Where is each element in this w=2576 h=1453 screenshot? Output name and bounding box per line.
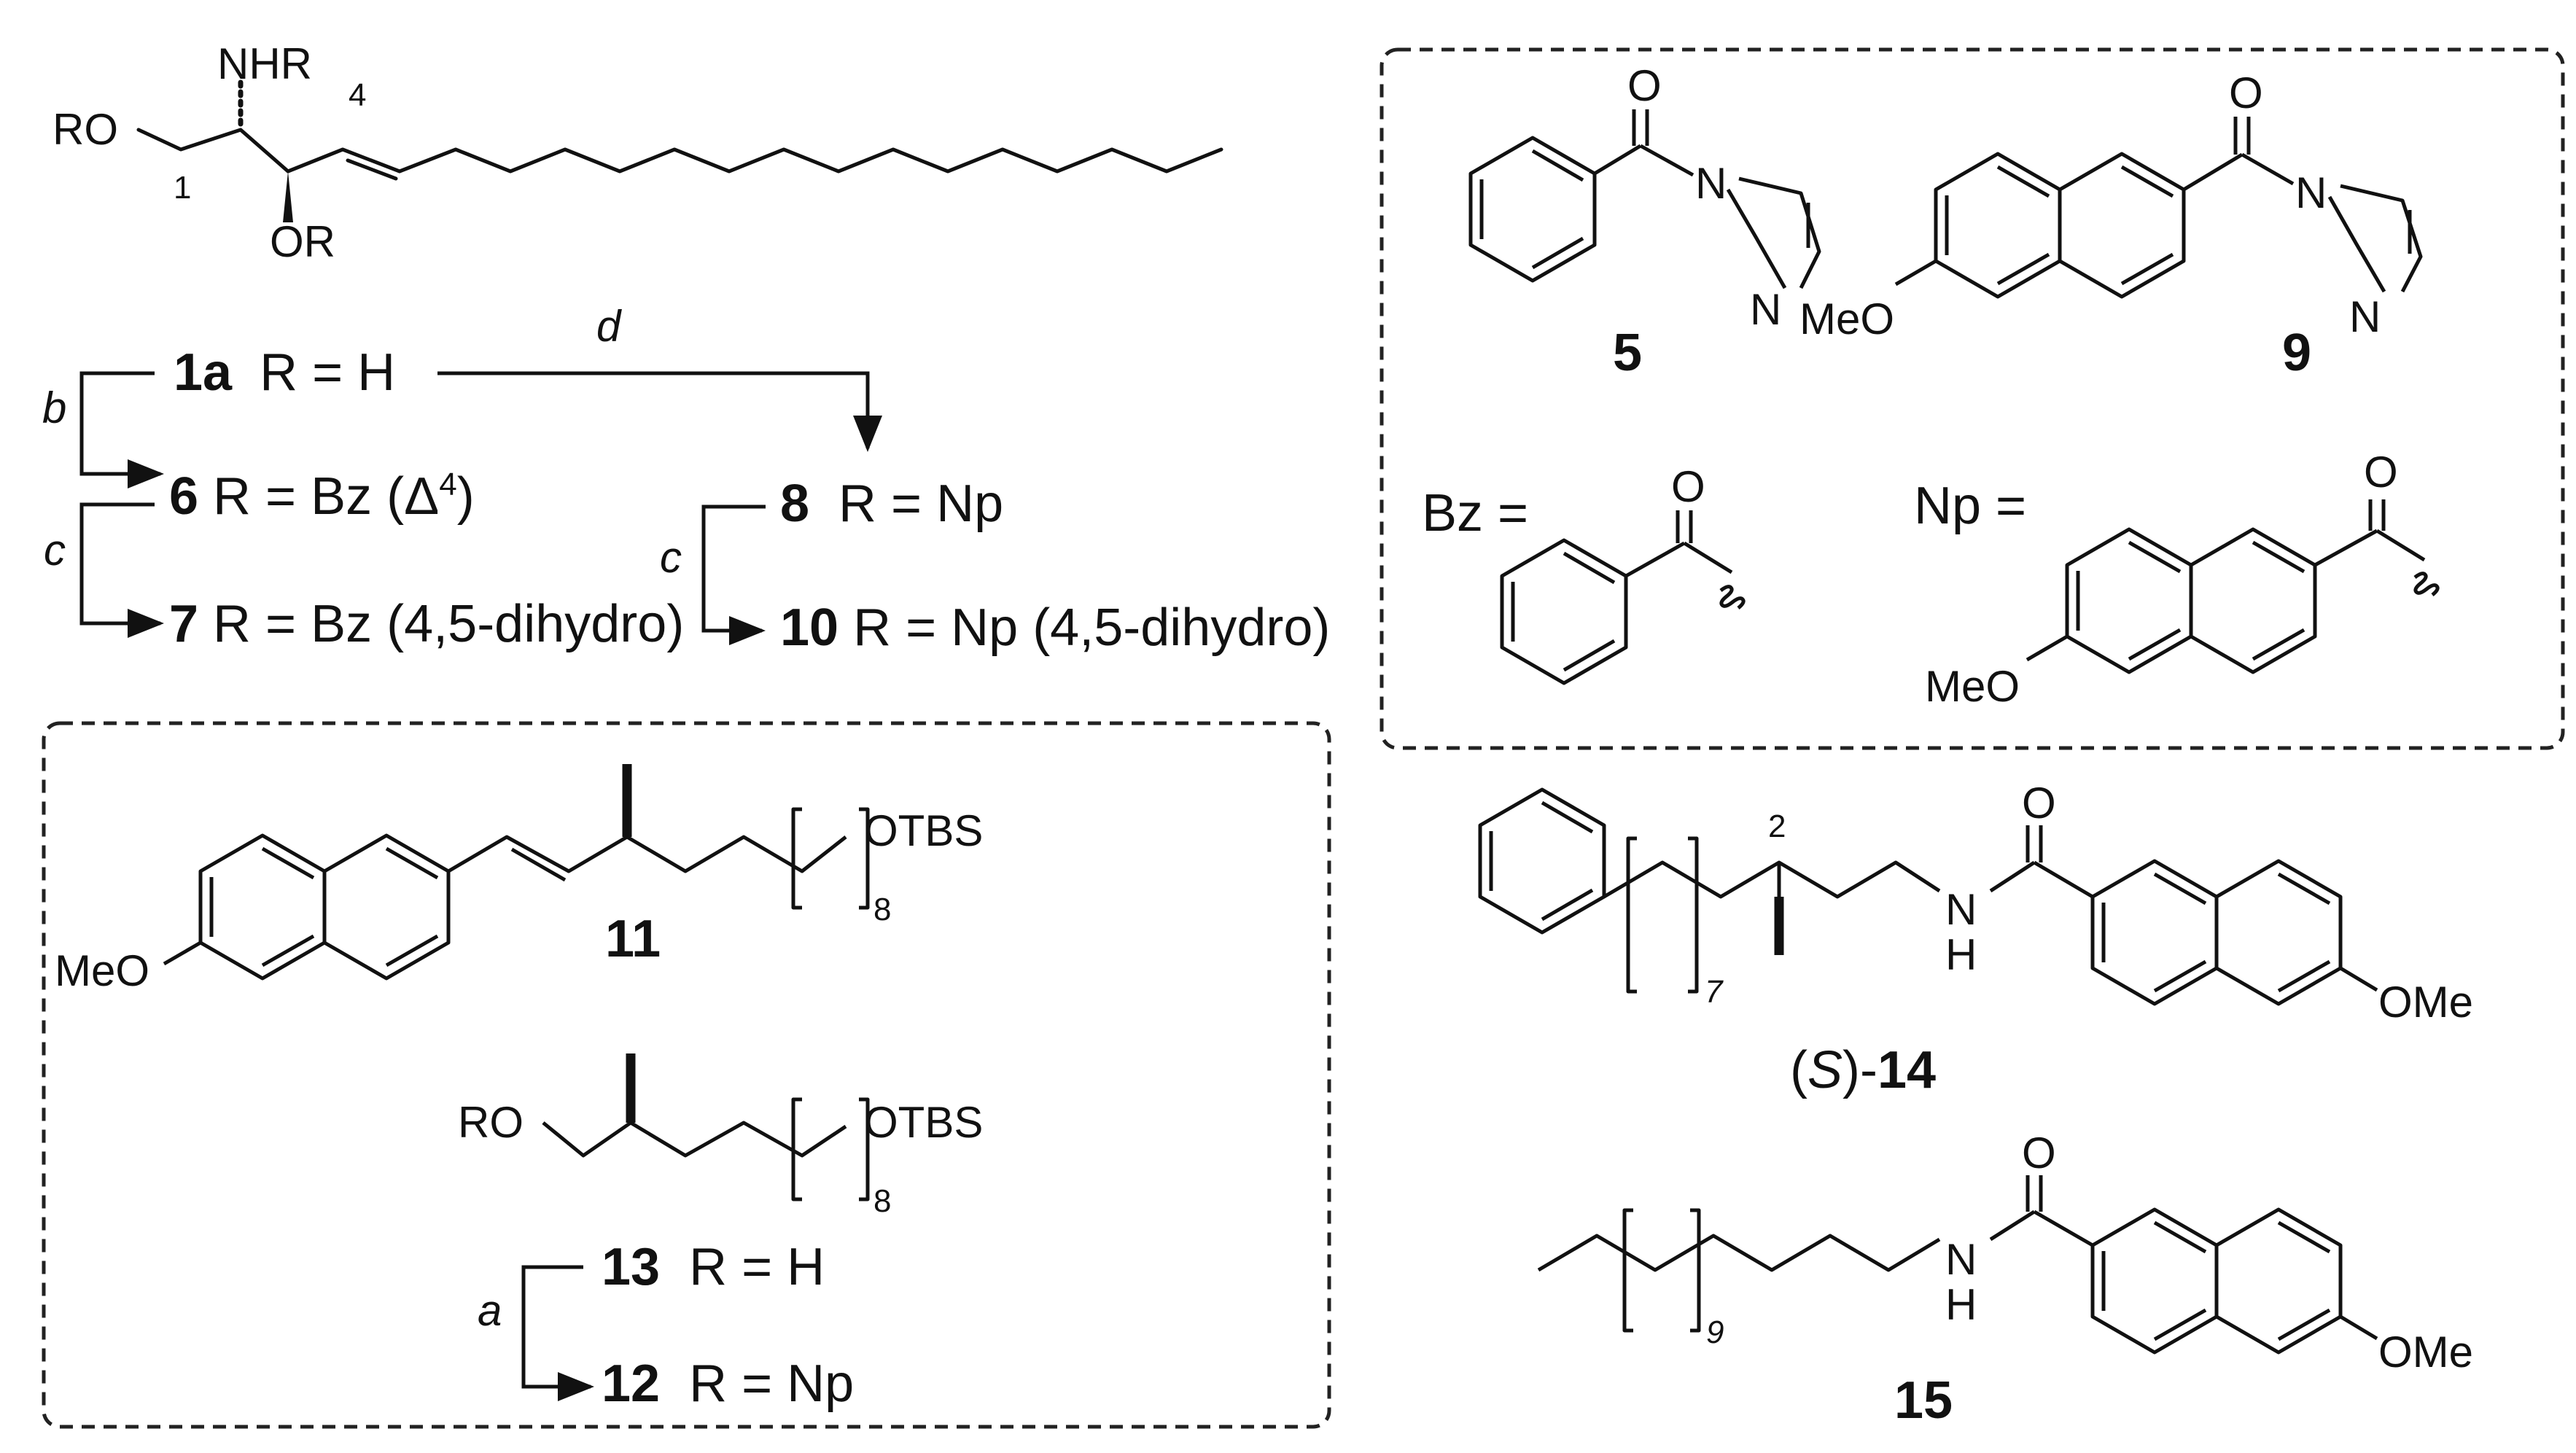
arrow-a-label: a (478, 1286, 502, 1335)
np-meo: MeO (1925, 662, 2020, 711)
c11-meo: MeO (55, 946, 149, 995)
compound-14-label: (S)-14 (1790, 1041, 1936, 1099)
nhr-label: NHR (217, 39, 312, 88)
locant-1: 1 (174, 170, 191, 206)
c5-o: O (1627, 61, 1662, 110)
c14-n: N (1945, 885, 1977, 934)
arrows (79, 371, 882, 645)
c9-n1: N (2295, 168, 2327, 217)
c14-h: H (1945, 930, 1977, 979)
c5-n2: N (1750, 285, 1781, 334)
fragment-box (42, 721, 1331, 1429)
c9-meo: MeO (1799, 295, 1894, 343)
bz-structure (1500, 510, 1746, 685)
c15-o: O (2022, 1129, 2056, 1177)
c13-ro: RO (458, 1098, 524, 1147)
compound-13-structure (542, 1053, 870, 1201)
sphingosine-structure (136, 79, 1223, 222)
compound-15-structure (1537, 1175, 2378, 1355)
c5-n1: N (1695, 159, 1727, 208)
arrow-c-label-1: c (44, 526, 66, 574)
compound-15-number: 15 (1894, 1371, 1953, 1430)
or-label: OR (270, 217, 335, 266)
arrow-c-label-2: c (660, 533, 682, 582)
c14-ome: OMe (2378, 978, 2473, 1027)
c15-h: H (1945, 1280, 1977, 1329)
compound-5-structure (1468, 109, 1821, 289)
c9-o: O (2229, 69, 2263, 117)
c15-ome: OMe (2378, 1328, 2473, 1376)
c11-repeat: 8 (873, 892, 891, 927)
arrow-d-label: d (596, 302, 622, 351)
c13-repeat: 8 (873, 1183, 891, 1219)
locant-4: 4 (349, 77, 366, 113)
ro-label: RO (52, 105, 118, 154)
np-o: O (2364, 448, 2398, 496)
reagent-box (1380, 47, 2565, 750)
compound-5-number: 5 (1613, 324, 1642, 382)
c11-otbs: OTBS (864, 806, 983, 855)
c13-otbs: OTBS (864, 1098, 983, 1147)
c14-o: O (2022, 779, 2056, 827)
arrow-a (521, 1265, 594, 1401)
arrow-b-label: b (42, 383, 66, 432)
c14-repeat: 7 (1705, 974, 1724, 1010)
compound-9-number: 9 (2282, 324, 2311, 382)
compound-9-structure (1894, 117, 2423, 299)
c15-n: N (1945, 1235, 1977, 1284)
c9-n2: N (2349, 292, 2381, 341)
compound-14-structure (1478, 787, 2378, 1006)
c15-repeat: 9 (1706, 1314, 1724, 1350)
bz-label: Bz = (1422, 484, 1528, 542)
np-label: Np = (1914, 477, 2026, 535)
compound-11-structure (163, 764, 870, 981)
np-structure (2026, 499, 2440, 674)
bz-o: O (1671, 462, 1705, 511)
compound-11-number: 11 (605, 910, 661, 968)
c14-locant: 2 (1768, 809, 1786, 844)
